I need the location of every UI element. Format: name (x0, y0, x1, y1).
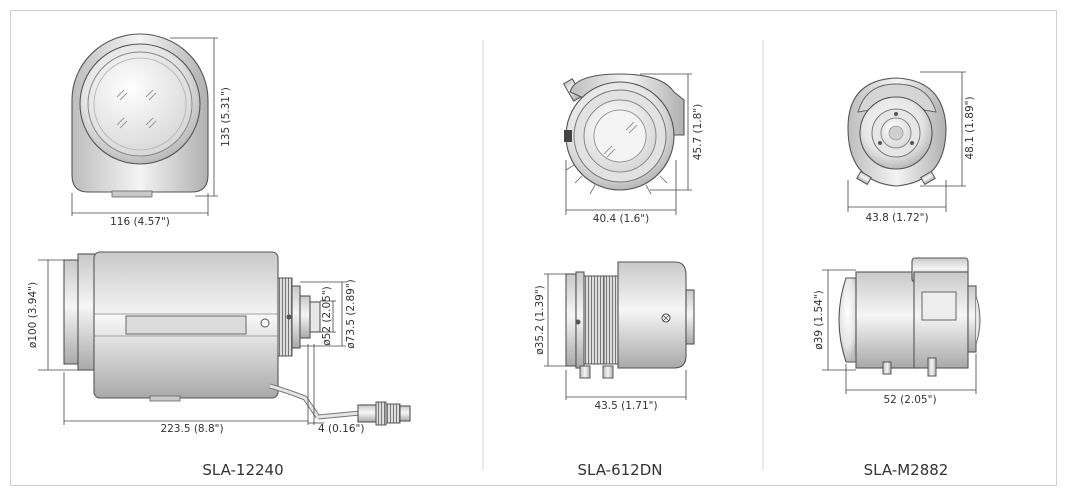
sla-612dn-front-view (562, 73, 685, 195)
dim-side-diameter: ø35.2 (1.39") (534, 285, 546, 355)
dim-front-height: 48.1 (1.89") (964, 96, 976, 159)
sla-12240-front-view (71, 33, 209, 198)
sla-m2882-side-dimensions (822, 269, 977, 394)
dim-front-height: 45.7 (1.8") (692, 104, 704, 160)
dim-side-length: 43.5 (1.71") (594, 400, 657, 412)
dim-side-inner-small: ø52 (2.05") (321, 286, 333, 346)
dim-side-diameter: ø39 (1.54") (813, 290, 825, 350)
dim-side-length: 52 (2.05") (883, 394, 936, 406)
sla-m2882-side-view (838, 257, 981, 377)
sla-12240-front-dimensions (71, 37, 218, 216)
sla-m2882-front-dimensions (847, 71, 966, 212)
dim-front-height: 135 (5.31") (220, 87, 232, 147)
dim-side-diameter: ø100 (3.94") (27, 282, 39, 348)
sla-612dn-side-dimensions (544, 273, 687, 400)
dim-front-width: 43.8 (1.72") (865, 212, 928, 224)
sla-612dn-front-dimensions (565, 73, 692, 215)
model-label-sla-12240: SLA-12240 (202, 461, 283, 479)
dim-front-width: 40.4 (1.6") (593, 213, 649, 225)
sla-12240-side-dimensions (38, 259, 346, 425)
dim-side-length: 223.5 (8.8") (160, 423, 223, 435)
dim-side-inner-large: ø73.5 (2.89") (345, 279, 357, 349)
sla-m2882-front-view (847, 77, 947, 187)
model-label-sla-m2882: SLA-M2882 (864, 461, 949, 479)
dim-front-width: 116 (4.57") (110, 216, 170, 228)
dim-side-offset: 4 (0.16") (318, 423, 364, 435)
sla-12240-side-view (63, 251, 411, 426)
model-label-sla-612dn: SLA-612DN (578, 461, 663, 479)
sla-612dn-side-view (565, 261, 695, 379)
